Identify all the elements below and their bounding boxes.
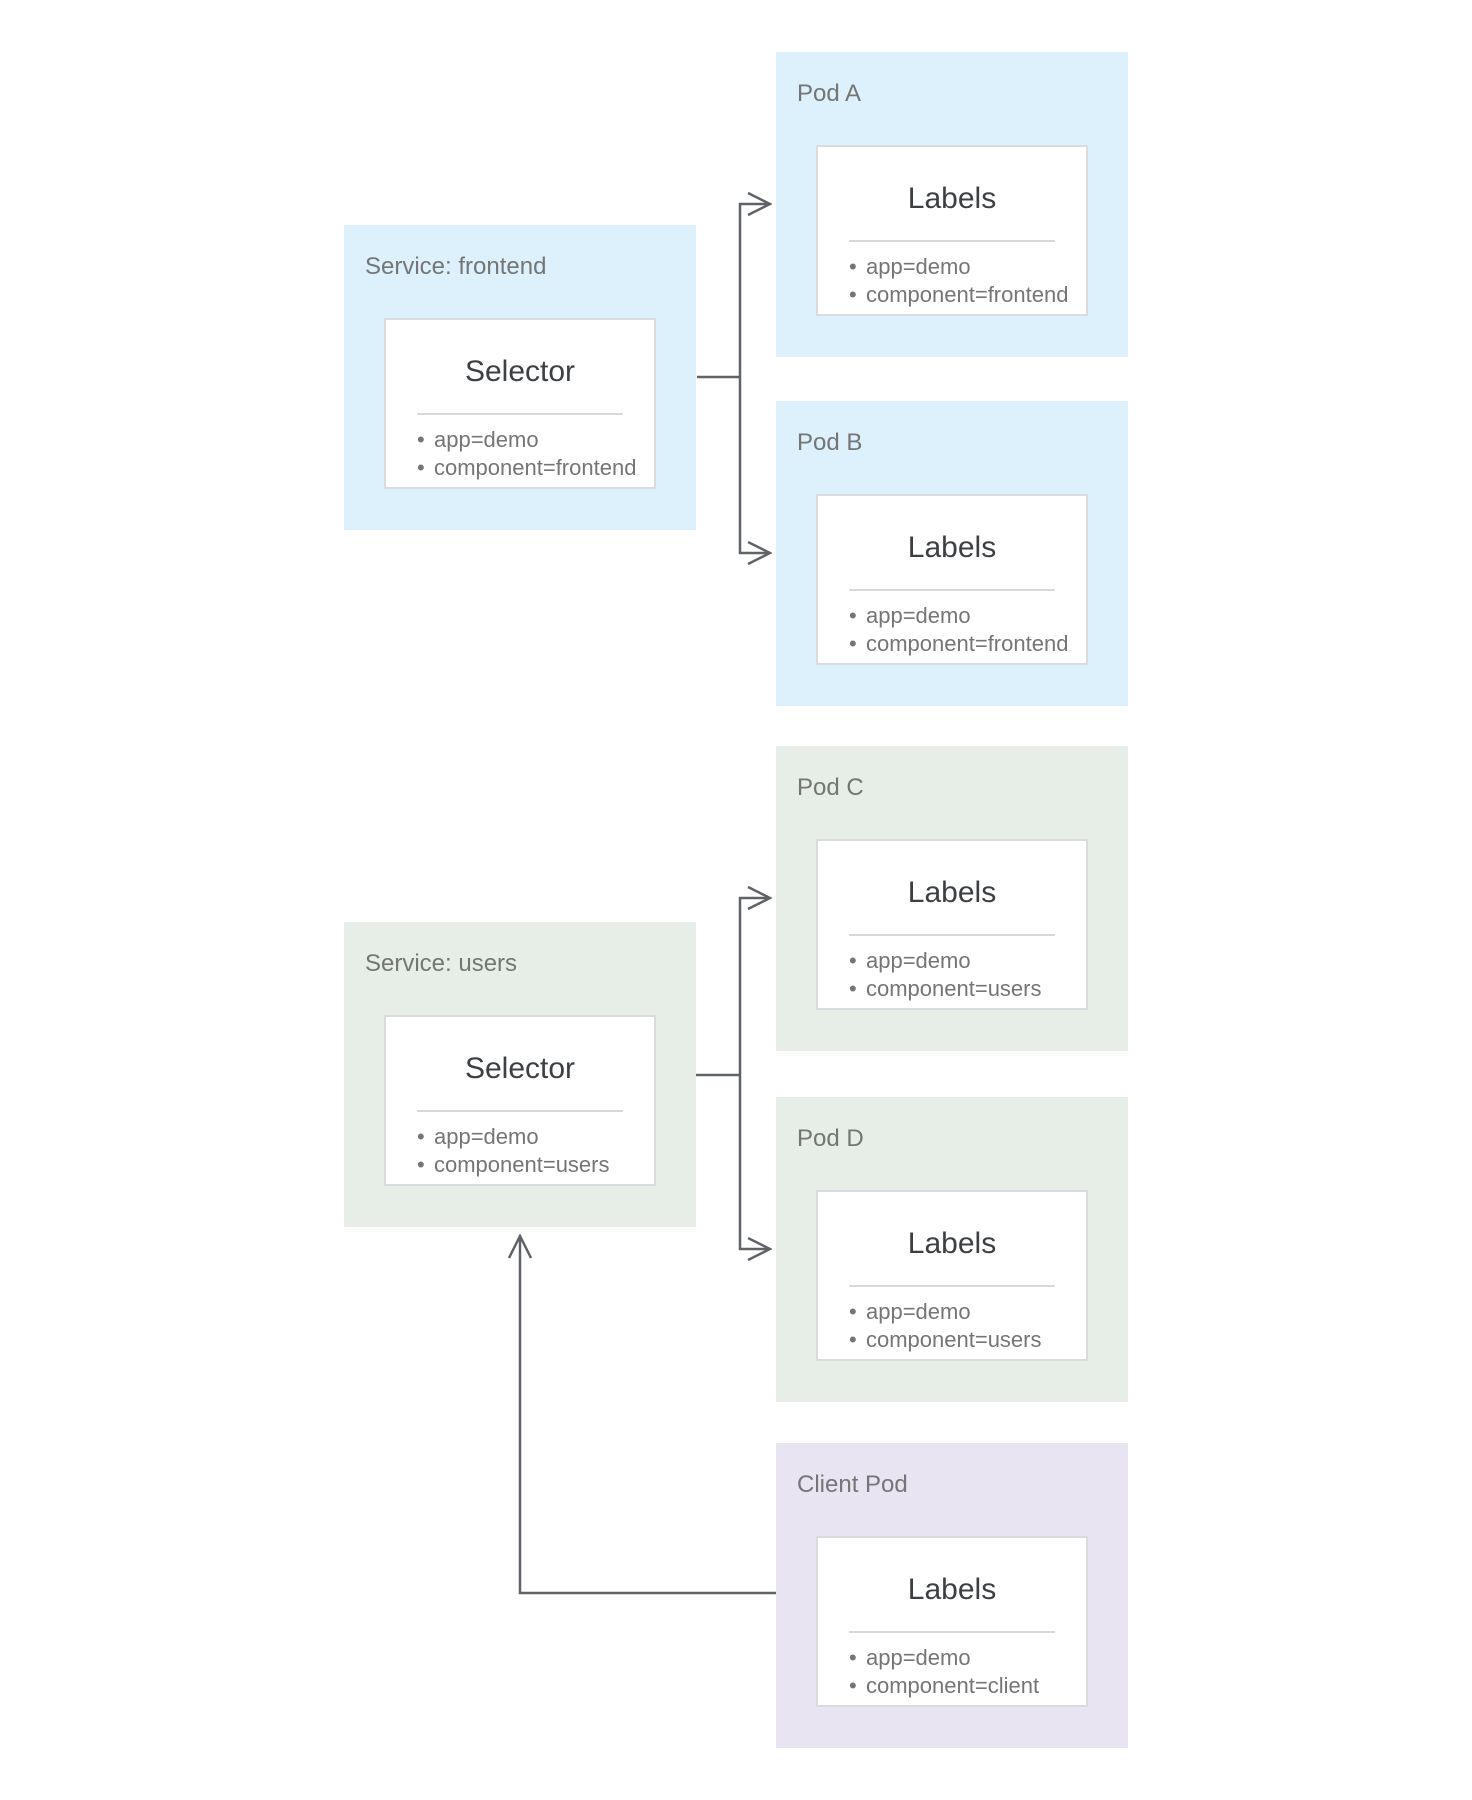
labels-card: Labels app=demo component=users [816, 1190, 1088, 1361]
label-item: app=demo [417, 1123, 610, 1151]
connector-users-to-pod-d [738, 1075, 770, 1249]
card-title: Selector [464, 1052, 576, 1085]
card-divider [849, 1285, 1055, 1287]
card-title: Labels [907, 1573, 997, 1606]
label-list: app=demo component=users [849, 947, 1042, 1003]
label-item: component=users [417, 1151, 610, 1179]
label-item: app=demo [417, 426, 636, 454]
pod-c-box: Pod C Labels app=demo component=users [776, 746, 1128, 1051]
label-item: component=users [849, 975, 1042, 1003]
card-title: Labels [907, 876, 997, 909]
label-list: app=demo component=users [417, 1123, 610, 1179]
label-item: app=demo [849, 602, 1068, 630]
card-divider [849, 240, 1055, 242]
connector-frontend-to-pod-b [738, 377, 770, 553]
card-divider [417, 1110, 623, 1112]
box-label: Client Pod [797, 1471, 908, 1498]
card-title: Labels [907, 1227, 997, 1260]
labels-card: Labels app=demo component=client [816, 1536, 1088, 1707]
pod-b-box: Pod B Labels app=demo component=frontend [776, 401, 1128, 706]
label-item: app=demo [849, 1644, 1039, 1672]
selector-card: Selector app=demo component=frontend [384, 318, 656, 489]
labels-card: Labels app=demo component=users [816, 839, 1088, 1010]
label-list: app=demo component=frontend [849, 253, 1068, 309]
label-list: app=demo component=client [849, 1644, 1039, 1700]
labels-card: Labels app=demo component=frontend [816, 494, 1088, 665]
selector-card: Selector app=demo component=users [384, 1015, 656, 1186]
label-list: app=demo component=frontend [849, 602, 1068, 658]
card-title: Labels [907, 531, 997, 564]
label-list: app=demo component=frontend [417, 426, 636, 482]
label-list: app=demo component=users [849, 1298, 1042, 1354]
label-item: component=frontend [849, 281, 1068, 309]
client-pod-box: Client Pod Labels app=demo component=cli… [776, 1443, 1128, 1748]
card-divider [849, 1631, 1055, 1633]
label-item: app=demo [849, 947, 1042, 975]
label-item: app=demo [849, 1298, 1042, 1326]
card-title: Labels [907, 182, 997, 215]
label-item: app=demo [849, 253, 1068, 281]
card-divider [417, 413, 623, 415]
label-item: component=frontend [849, 630, 1068, 658]
connector-users-to-pod-c [738, 898, 770, 1075]
service-users-box: Service: users Selector app=demo compone… [344, 922, 696, 1227]
box-label: Pod A [797, 80, 862, 107]
card-title: Selector [464, 355, 576, 388]
label-item: component=client [849, 1672, 1039, 1700]
connector-client-to-users [520, 1236, 776, 1595]
service-frontend-box: Service: frontend Selector app=demo comp… [344, 225, 696, 530]
box-label: Pod D [797, 1125, 864, 1152]
connector-frontend-to-pod-a [738, 204, 770, 377]
box-label: Pod B [797, 429, 863, 456]
box-label: Service: frontend [365, 253, 547, 280]
label-item: component=frontend [417, 454, 636, 482]
box-label: Pod C [797, 774, 864, 801]
card-divider [849, 589, 1055, 591]
card-divider [849, 934, 1055, 936]
pod-d-box: Pod D Labels app=demo component=users [776, 1097, 1128, 1402]
pod-a-box: Pod A Labels app=demo component=frontend [776, 52, 1128, 357]
label-item: component=users [849, 1326, 1042, 1354]
box-label: Service: users [365, 950, 518, 977]
labels-card: Labels app=demo component=frontend [816, 145, 1088, 316]
